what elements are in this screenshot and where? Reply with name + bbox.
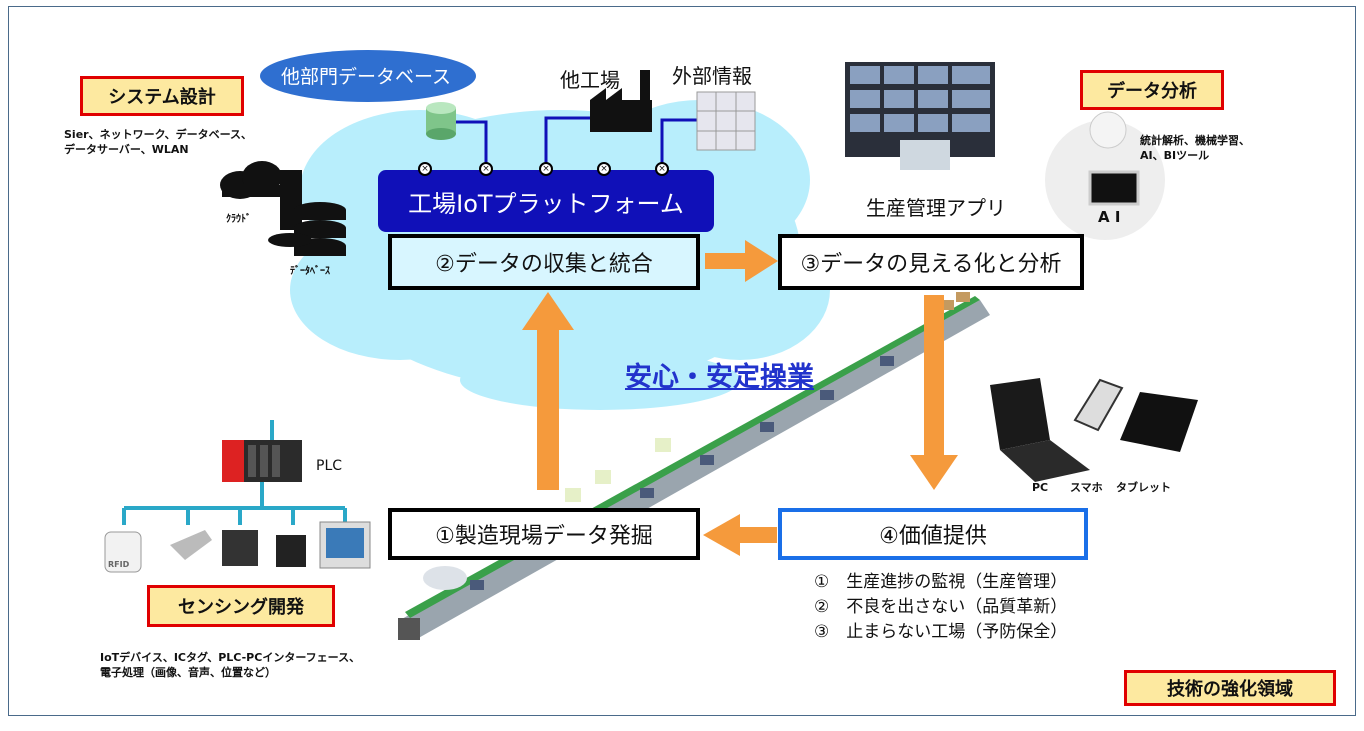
platform-node: × xyxy=(539,162,553,176)
plc-label: PLC xyxy=(316,458,343,474)
db-cylinder-icon xyxy=(426,102,456,140)
database-icon-label: ﾃﾞｰﾀﾍﾞｰｽ xyxy=(290,266,330,277)
sensor-devices xyxy=(104,521,371,573)
system-design-note-line: データサーバー、WLAN xyxy=(64,143,189,156)
robot-icon xyxy=(1045,111,1165,240)
connection-lines xyxy=(443,116,700,168)
cloud-icon-label: ｸﾗｳﾄﾞ xyxy=(226,214,251,225)
value-item: ③ 止まらない工場（予防保全） xyxy=(814,622,1068,642)
pc-label: PC xyxy=(1032,481,1049,494)
smartphone-icon xyxy=(1073,378,1124,432)
database-stack-icon xyxy=(268,202,346,256)
monitor-wall-icon xyxy=(845,62,995,170)
system-design-note-line: Sier、ネットワーク、データベース、 xyxy=(64,128,253,141)
tech-area-tag: 技術の強化領域 xyxy=(1124,670,1336,706)
sensing-note: IoTデバイス、ICタグ、PLC-PCインターフェース、 電子処理（画像、音声、… xyxy=(100,650,360,680)
platform-node: × xyxy=(418,162,432,176)
platform-node: × xyxy=(655,162,669,176)
platform-node: × xyxy=(597,162,611,176)
laptop-icon xyxy=(990,378,1090,482)
iot-platform: 工場IoTプラットフォーム xyxy=(378,170,714,232)
sensor-bus xyxy=(122,482,347,525)
sensing-tag: センシング開発 xyxy=(147,585,335,627)
data-analysis-note-line: 統計解析、機械学習、 xyxy=(1140,134,1250,147)
production-app-label: 生産管理アプリ xyxy=(866,196,1006,220)
data-analysis-tag: データ分析 xyxy=(1080,70,1224,110)
diagram-frame xyxy=(8,6,1356,716)
value-item: ② 不良を出さない（品質革新） xyxy=(814,597,1068,617)
step-visualize-analyze: ③データの見える化と分析 xyxy=(778,234,1084,290)
tablet-label: タブレット xyxy=(1116,481,1171,494)
cloud-server-icon xyxy=(220,161,302,230)
step-value-provision: ④価値提供 xyxy=(778,508,1088,560)
value-list: ① 生産進捗の監視（生産管理） ② 不良を出さない（品質革新） ③ 止まらない工… xyxy=(814,570,1067,645)
system-design-note: Sier、ネットワーク、データベース、 データサーバー、WLAN xyxy=(64,127,252,157)
sensing-note-line: 電子処理（画像、音声、位置など） xyxy=(100,666,276,679)
value-item: ① 生産進捗の監視（生産管理） xyxy=(814,572,1068,592)
external-info-icon xyxy=(696,91,756,151)
other-factory-label: 他工場 xyxy=(560,68,620,92)
center-title: 安心・安定操業 xyxy=(625,362,814,393)
flow-arrows xyxy=(522,240,958,556)
ai-label: A I xyxy=(1098,208,1121,226)
factory-icon xyxy=(590,70,652,132)
data-analysis-note: 統計解析、機械学習、 AI、BIツール xyxy=(1140,133,1250,163)
rfid-label: RFID xyxy=(108,560,130,569)
system-design-tag: システム設計 xyxy=(80,76,244,116)
other-db-label: 他部門データベース xyxy=(281,66,452,88)
sensing-note-line: IoTデバイス、ICタグ、PLC-PCインターフェース、 xyxy=(100,651,361,664)
tablet-icon xyxy=(1120,392,1198,452)
plc-device-icon xyxy=(222,420,302,482)
data-analysis-note-line: AI、BIツール xyxy=(1140,149,1210,162)
smartphone-label: スマホ xyxy=(1070,481,1103,494)
platform-node: × xyxy=(479,162,493,176)
external-info-label: 外部情報 xyxy=(672,64,752,88)
other-db-ellipse xyxy=(260,50,476,102)
step-collect-integrate: ②データの収集と統合 xyxy=(388,234,700,290)
step-site-data-discovery: ①製造現場データ発掘 xyxy=(388,508,700,560)
